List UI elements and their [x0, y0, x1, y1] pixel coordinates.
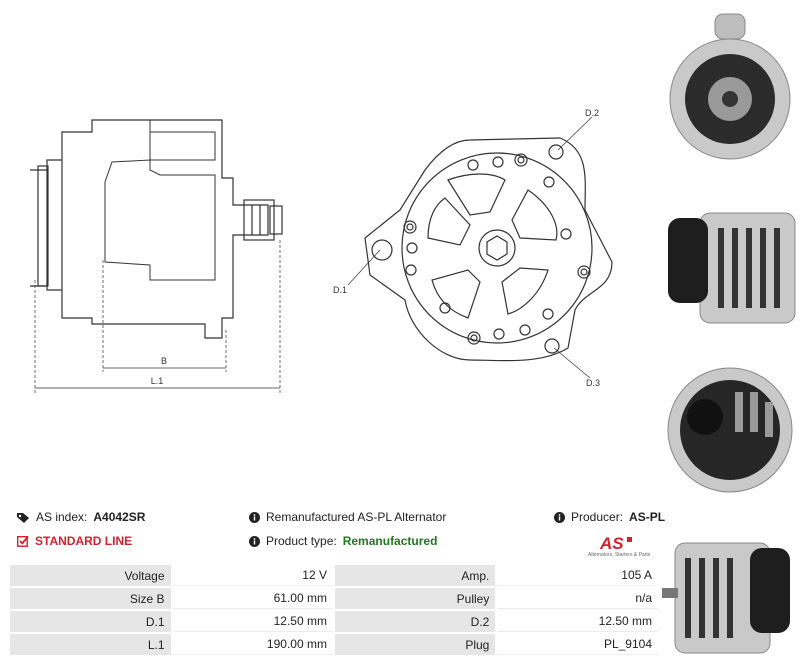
producer-value: AS-PL — [629, 510, 666, 524]
dim-label-d2: D.2 — [585, 108, 599, 118]
logo-tagline: Alternators, Starters & Parts — [588, 552, 651, 558]
as-index-value: A4042SR — [93, 510, 146, 524]
line-row: STANDARD LINE — [17, 534, 132, 548]
spec-label: L.1 — [10, 634, 171, 655]
photo-angle-view[interactable] — [660, 518, 800, 665]
producer-row: Producer: AS-PL — [554, 510, 665, 524]
side-view-outline — [61, 119, 269, 339]
spec-value: 12.50 mm — [172, 611, 333, 632]
photo-side-view[interactable] — [660, 188, 800, 338]
spec-value: 12.50 mm — [497, 611, 658, 632]
spec-label: Pulley — [334, 588, 496, 609]
dim-label-l1: L.1 — [151, 376, 164, 386]
line-label: STANDARD LINE — [35, 534, 133, 548]
spec-label: D.2 — [334, 611, 496, 632]
spec-label: D.1 — [10, 611, 171, 632]
spec-value: 61.00 mm — [172, 588, 333, 609]
table-row: L.1 190.00 mm Plug PL_9104 — [10, 634, 658, 655]
spec-value: 12 V — [172, 565, 333, 586]
info-icon — [554, 511, 565, 523]
product-type-label: Product type: — [266, 534, 337, 548]
spec-value: PL_9104 — [497, 634, 658, 655]
tag-icon — [17, 512, 30, 523]
info-icon — [249, 535, 260, 547]
checkbox-icon — [17, 535, 29, 547]
photo-front-view[interactable] — [660, 4, 800, 184]
spec-value: n/a — [497, 588, 658, 609]
as-logo: AS — [599, 534, 632, 553]
info-icon — [249, 511, 260, 523]
as-index-label: AS index: — [36, 510, 88, 524]
product-type-row: Product type: Remanufactured — [249, 534, 437, 548]
spec-label: Size B — [10, 588, 171, 609]
photo-rear-view[interactable] — [660, 342, 800, 512]
dim-label-d1: D.1 — [333, 285, 347, 295]
technical-drawing: B L.1 D.1 D.2 D.3 — [30, 108, 613, 395]
table-row: D.1 12.50 mm D.2 12.50 mm — [10, 611, 658, 632]
front-view-outline — [364, 137, 613, 362]
spec-value: 190.00 mm — [172, 634, 333, 655]
table-row: Size B 61.00 mm Pulley n/a — [10, 588, 658, 609]
dim-label-d3: D.3 — [586, 378, 600, 388]
spec-table: Voltage 12 V Amp. 105 A Size B 61.00 mm … — [8, 563, 660, 657]
product-desc-row: Remanufactured AS-PL Alternator — [249, 510, 446, 524]
spec-label: Voltage — [10, 565, 171, 586]
product-photos — [660, 0, 800, 665]
spec-label: Amp. — [334, 565, 496, 586]
spec-label: Plug — [334, 634, 496, 655]
table-row: Voltage 12 V Amp. 105 A — [10, 565, 658, 586]
svg-text:AS: AS — [599, 534, 624, 553]
dim-label-b: B — [161, 356, 167, 366]
product-desc: Remanufactured AS-PL Alternator — [266, 510, 447, 524]
spec-value: 105 A — [497, 565, 658, 586]
as-index-row: AS index: A4042SR — [17, 510, 145, 524]
product-type-value: Remanufactured — [342, 534, 438, 548]
producer-label: Producer: — [571, 510, 624, 524]
